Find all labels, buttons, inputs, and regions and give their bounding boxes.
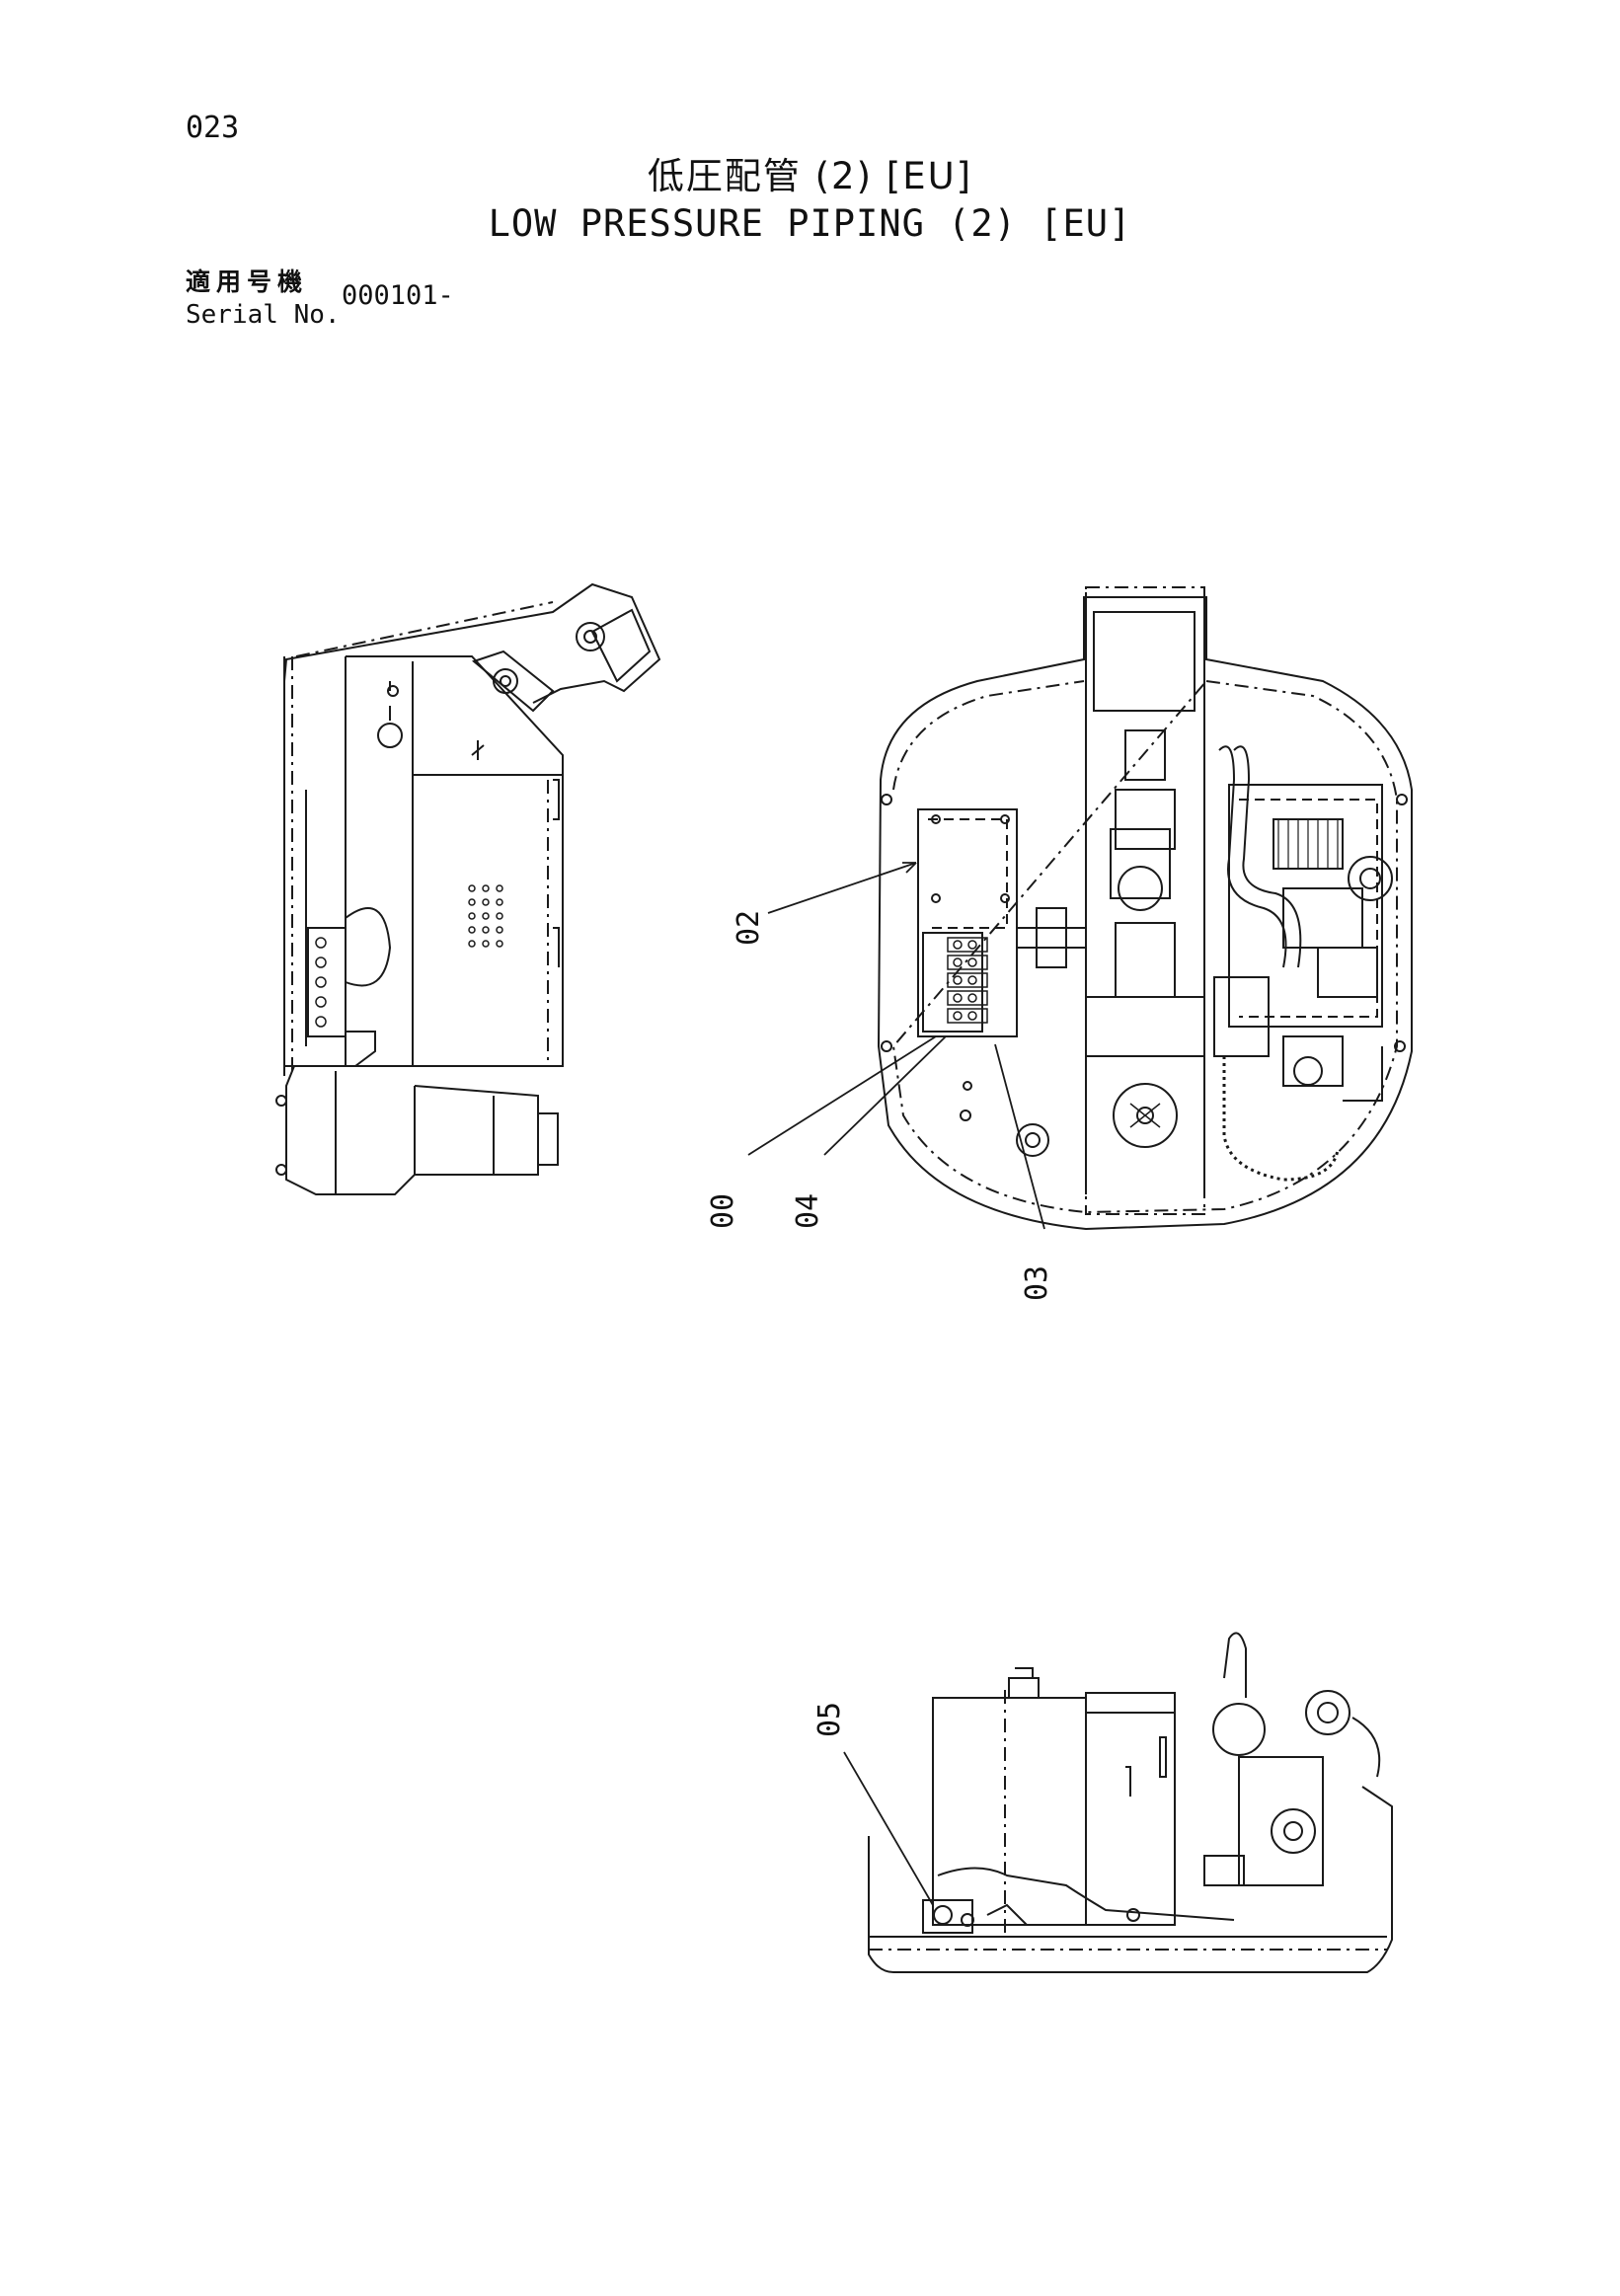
serial-label-japanese: 適用号機 — [186, 268, 309, 296]
callout-03: 03 — [1020, 1265, 1054, 1301]
top-plan-view-drawing — [877, 586, 1413, 1231]
leader-lines — [747, 862, 1045, 1906]
bottom-view-drawing — [868, 1632, 1393, 1973]
title-japanese: 低圧配管 (2) [EU] — [647, 155, 973, 197]
serial-label-english: Serial No. — [186, 300, 341, 330]
callout-04: 04 — [791, 1193, 825, 1229]
serial-number-value: 000101- — [342, 280, 454, 311]
callout-00: 00 — [706, 1193, 740, 1229]
callout-05: 05 — [812, 1702, 847, 1737]
page-number: 023 — [186, 111, 240, 145]
callout-02: 02 — [732, 910, 766, 946]
side-view-drawing — [275, 582, 661, 1195]
title-english: LOW PRESSURE PIPING (2) [EU] — [488, 202, 1132, 245]
